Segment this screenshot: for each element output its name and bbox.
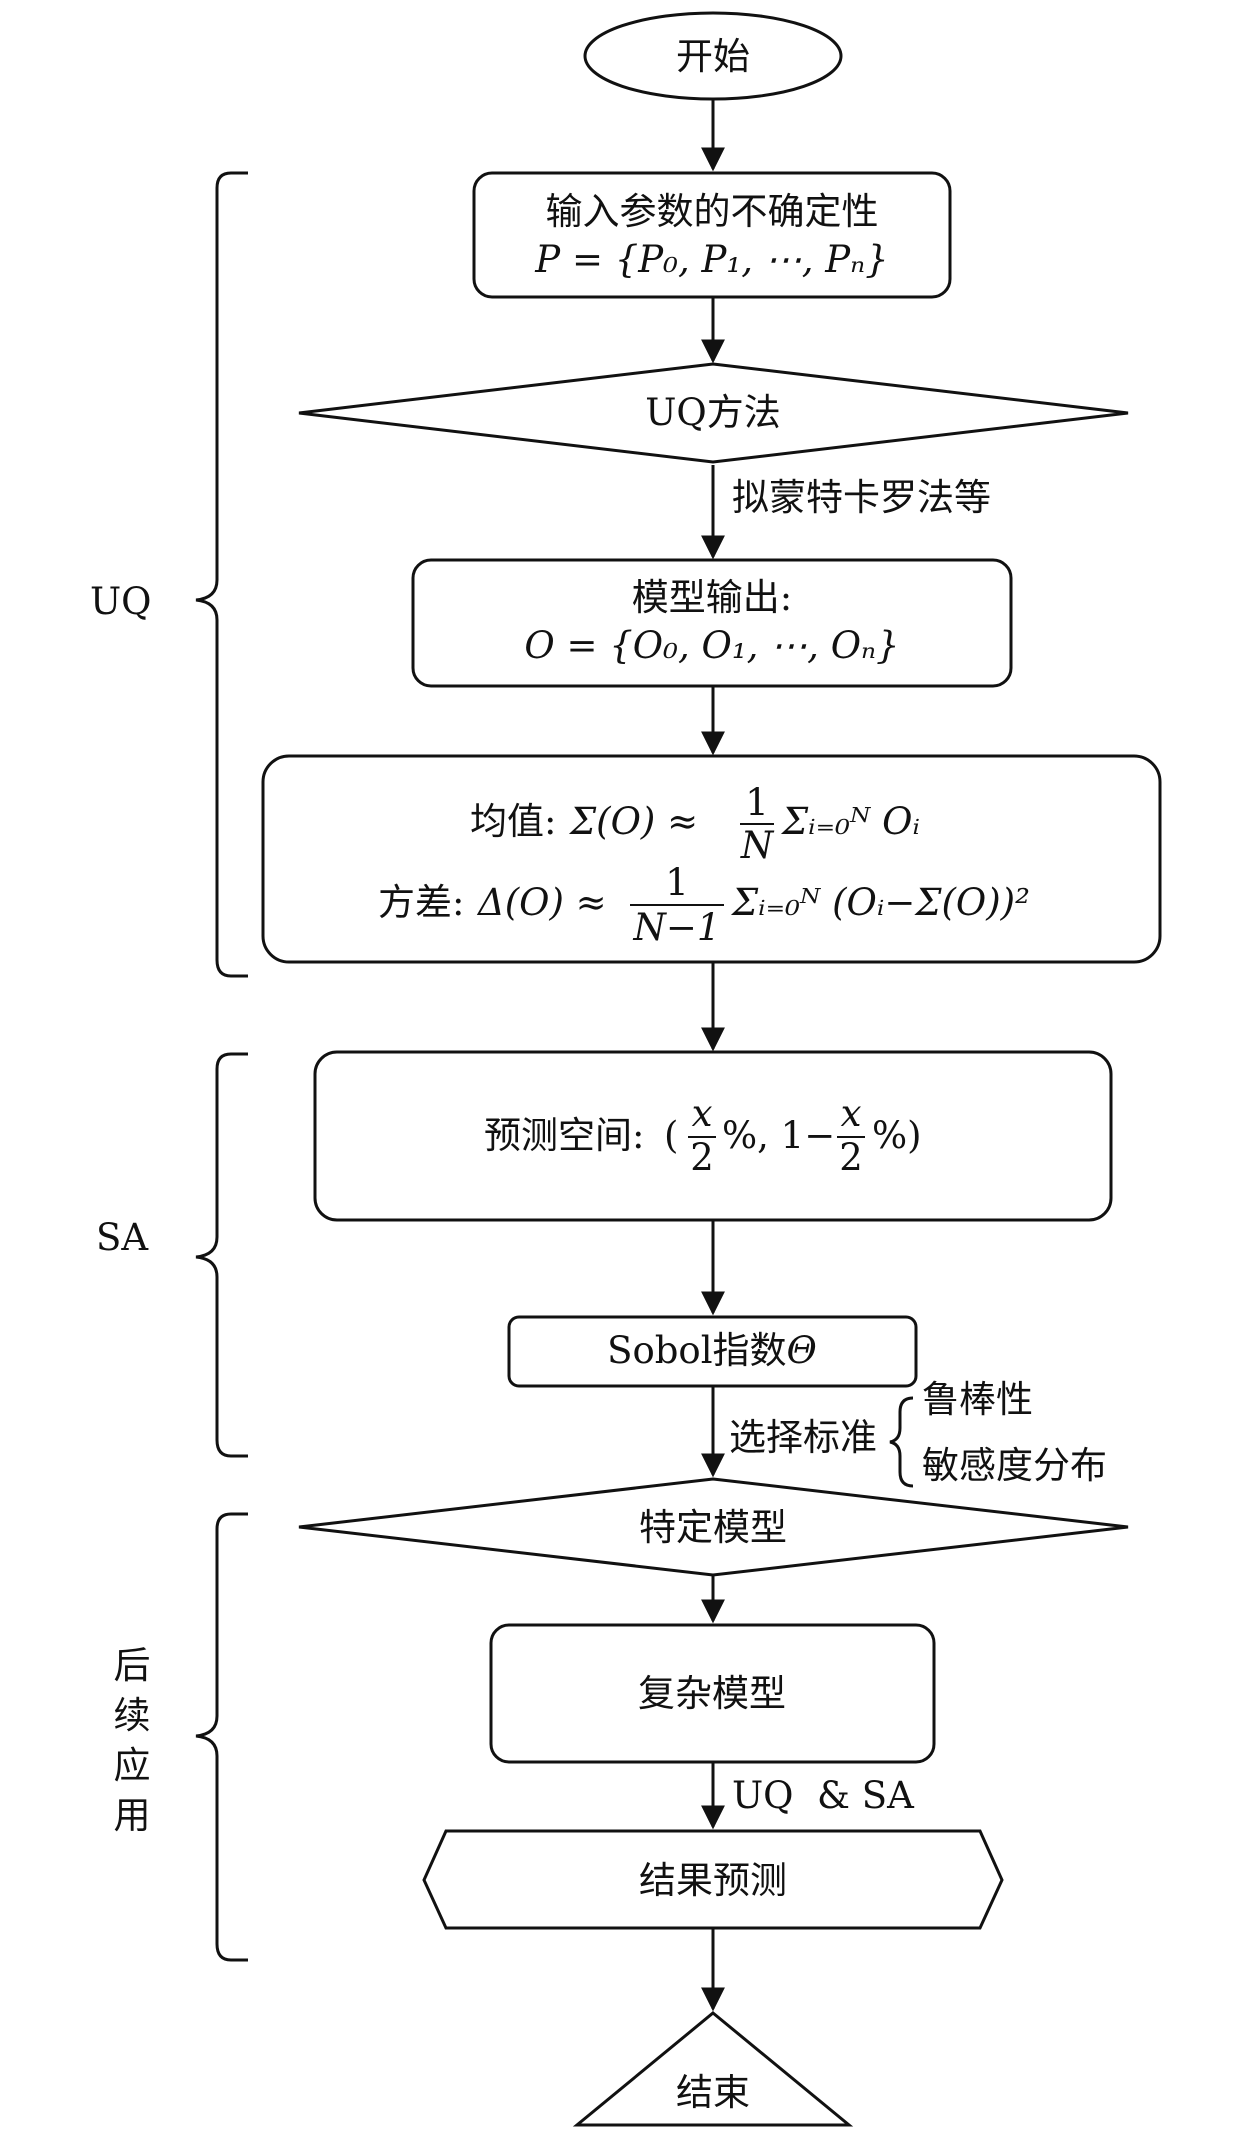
pred-frac2-num: x [841,1092,862,1135]
mean-frac-num: 1 [745,781,769,824]
pred-frac1-den: 2 [690,1136,714,1179]
pred-open: ( [664,1114,678,1157]
sa-brace [195,1052,248,1458]
complex-model-node: 复杂模型 [489,1623,936,1764]
result-label: 结果预测 [639,1859,787,1902]
specific-model-node: 特定模型 [298,1477,1129,1577]
var-frac-den: N−1 [633,906,721,949]
uq-method-node: UQ方法 [298,362,1129,464]
criteria-label: 选择标准 [729,1416,877,1459]
criteria-item-robustness: 鲁棒性 [922,1378,1033,1421]
sobol-node: Sobol指数Θ [507,1315,918,1388]
application-brace [195,1512,248,1962]
mean-label: 均值: [470,800,556,843]
end-node: 结束 [572,2011,854,2127]
prediction-space-node: 预测空间: ( x 2 %, 1− x 2 %) [313,1050,1113,1222]
end-label: 结束 [676,2071,750,2114]
application-char-1: 后 [114,1644,151,1687]
var-label: 方差: [378,881,464,924]
uq-sa-note: UQ & SA [732,1774,915,1817]
var-sum: Σᵢ₌₀ᴺ (Oᵢ−Σ(O))² [730,881,1030,924]
group-uq: UQ [90,171,248,978]
sobol-label: Sobol指数Θ [607,1329,817,1372]
input-title: 输入参数的不确定性 [546,190,879,233]
model-output-title: 模型输出: [632,576,792,619]
pred-frac1-num: x [692,1092,713,1135]
sa-group-label: SA [96,1216,149,1259]
mean-frac-den: N [740,824,775,867]
var-formula: Δ(O) ≈ [476,881,607,924]
criteria-brace [889,1396,914,1488]
input-formula: P = {P₀, P₁, ⋯, Pₙ} [534,238,888,281]
pred-close: %) [872,1114,922,1157]
application-char-3: 应 [114,1744,151,1787]
group-application: 后 续 应 用 [114,1512,248,1962]
statistics-node: 均值: Σ(O) ≈ 1 N Σᵢ₌₀ᴺ Oᵢ 方差: Δ(O) ≈ 1 N−1… [261,754,1162,964]
pred-frac2-den: 2 [839,1136,863,1179]
input-node: 输入参数的不确定性 P = {P₀, P₁, ⋯, Pₙ} [472,171,952,299]
start-node: 开始 [583,11,843,101]
pred-label: 预测空间: [484,1114,644,1157]
criteria-annotation: 选择标准 鲁棒性 敏感度分布 [729,1378,1107,1488]
start-label: 开始 [676,35,750,78]
sobol-text: Sobol指数 [607,1329,786,1372]
var-frac-num: 1 [665,861,689,904]
specific-model-label: 特定模型 [639,1506,787,1549]
result-node: 结果预测 [422,1829,1004,1930]
complex-model-label: 复杂模型 [638,1672,786,1715]
pred-mid: %, 1− [722,1114,835,1157]
group-sa: SA [96,1052,248,1458]
criteria-item-sensitivity: 敏感度分布 [922,1444,1107,1487]
model-output-node: 模型输出: O = {O₀, O₁, ⋯, Oₙ} [411,558,1013,688]
uq-brace [195,171,248,978]
uq-method-label: UQ方法 [645,391,781,434]
mean-sum: Σᵢ₌₀ᴺ Oᵢ [780,800,920,843]
uq-method-note: 拟蒙特卡罗法等 [732,476,991,519]
sobol-symbol: Θ [787,1329,817,1372]
uq-group-label: UQ [90,580,152,623]
application-char-2: 续 [114,1694,151,1737]
application-char-4: 用 [114,1794,151,1837]
model-output-formula: O = {O₀, O₁, ⋯, Oₙ} [524,624,899,667]
mean-formula: Σ(O) ≈ [568,800,698,843]
